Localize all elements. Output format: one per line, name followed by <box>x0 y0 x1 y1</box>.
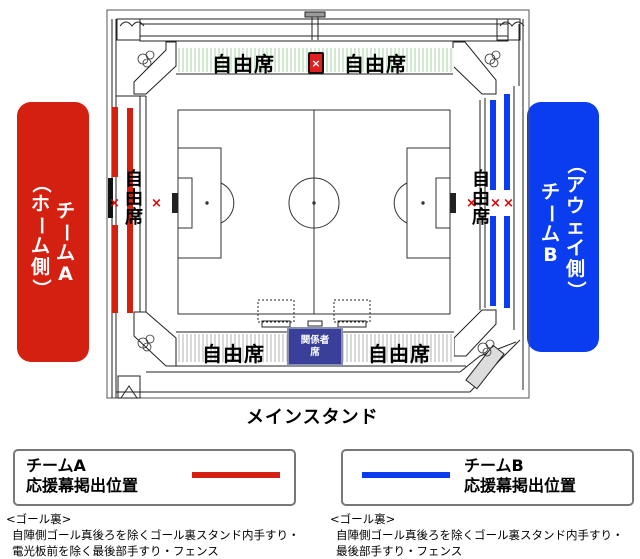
team-b-name: チ ー ム B <box>539 180 562 266</box>
bottom-stand-right-label: 自由席 <box>368 342 431 366</box>
team-b-banner-inner-top <box>490 100 496 190</box>
staff-seat-line1: 関係者 <box>300 334 330 346</box>
top-stand-left-label: 自由席 <box>212 52 275 76</box>
legend-team-b-line <box>362 472 450 478</box>
legend-team-a-line <box>192 472 280 478</box>
note-team-b-line2: 最後部手すり・フェンス <box>336 544 463 558</box>
x-mark-icon: × <box>109 196 120 211</box>
note-team-a-line2: 電光板前を除く最後部手すり・フェンス <box>12 544 219 558</box>
team-b-banner-inner-bottom <box>490 216 496 306</box>
staff-seat-line2: 席 <box>310 346 320 358</box>
team-b-panel: （ ア ウ ェ イ 側 ） チ ー ム B <box>527 102 599 352</box>
team-a-banner-outer-bottom <box>112 225 118 313</box>
team-a-panel: チ ー ム A （ ホ ー ム 側 ） <box>17 102 89 362</box>
note-team-b-heading: <ゴール裏> <box>330 512 396 526</box>
x-mark-icon: × <box>490 196 501 211</box>
note-team-b-line1: 自陣側ゴール真後ろを除くゴール裏スタンド内手すり・ <box>336 528 624 542</box>
team-a-name: チ ー ム A <box>55 200 78 285</box>
bottom-stand-left-label: 自由席 <box>202 342 265 366</box>
x-mark-icon: × <box>503 196 514 211</box>
note-team-b: <ゴール裏> 自陣側ゴール真後ろを除くゴール裏スタンド内手すり・ 最後部手すり・… <box>330 511 624 559</box>
x-mark-icon: × <box>151 196 162 211</box>
team-a-side-label: （ ホ ー ム 側 ） <box>29 173 52 299</box>
note-team-a-line1: 自陣側ゴール真後ろを除くゴール裏スタンド内手すり・ <box>12 528 300 542</box>
team-b-banner-outer-bottom <box>504 216 510 308</box>
note-team-a-heading: <ゴール裏> <box>6 512 72 526</box>
right-stand-label: 自 由 席 <box>472 169 490 228</box>
team-b-banner-outer-top <box>504 94 510 190</box>
note-team-a: <ゴール裏> 自陣側ゴール真後ろを除くゴール裏スタンド内手すり・ 電光板前を除く… <box>6 511 300 559</box>
top-center-x-mark: × <box>308 52 324 74</box>
main-stand-label: メインスタンド <box>246 407 379 428</box>
x-mark-icon: × <box>466 196 477 211</box>
left-stand-label: 自 由 席 <box>125 169 143 228</box>
team-a-banner-outer-top <box>112 107 118 177</box>
legend-team-a-text: チームA 応援幕掲出位置 <box>26 456 139 495</box>
top-stand-right-label: 自由席 <box>344 52 407 76</box>
team-a-banner-inner <box>127 108 133 313</box>
stadium-outline <box>106 9 530 399</box>
team-b-side-label: （ ア ウ ェ イ 側 ） <box>565 154 588 300</box>
pitch <box>177 109 451 315</box>
legend-team-b-text: チームB 応援幕掲出位置 <box>464 456 577 495</box>
staff-seat-box: 関係者 席 <box>287 327 343 366</box>
x-mark-icon: × <box>311 56 321 70</box>
